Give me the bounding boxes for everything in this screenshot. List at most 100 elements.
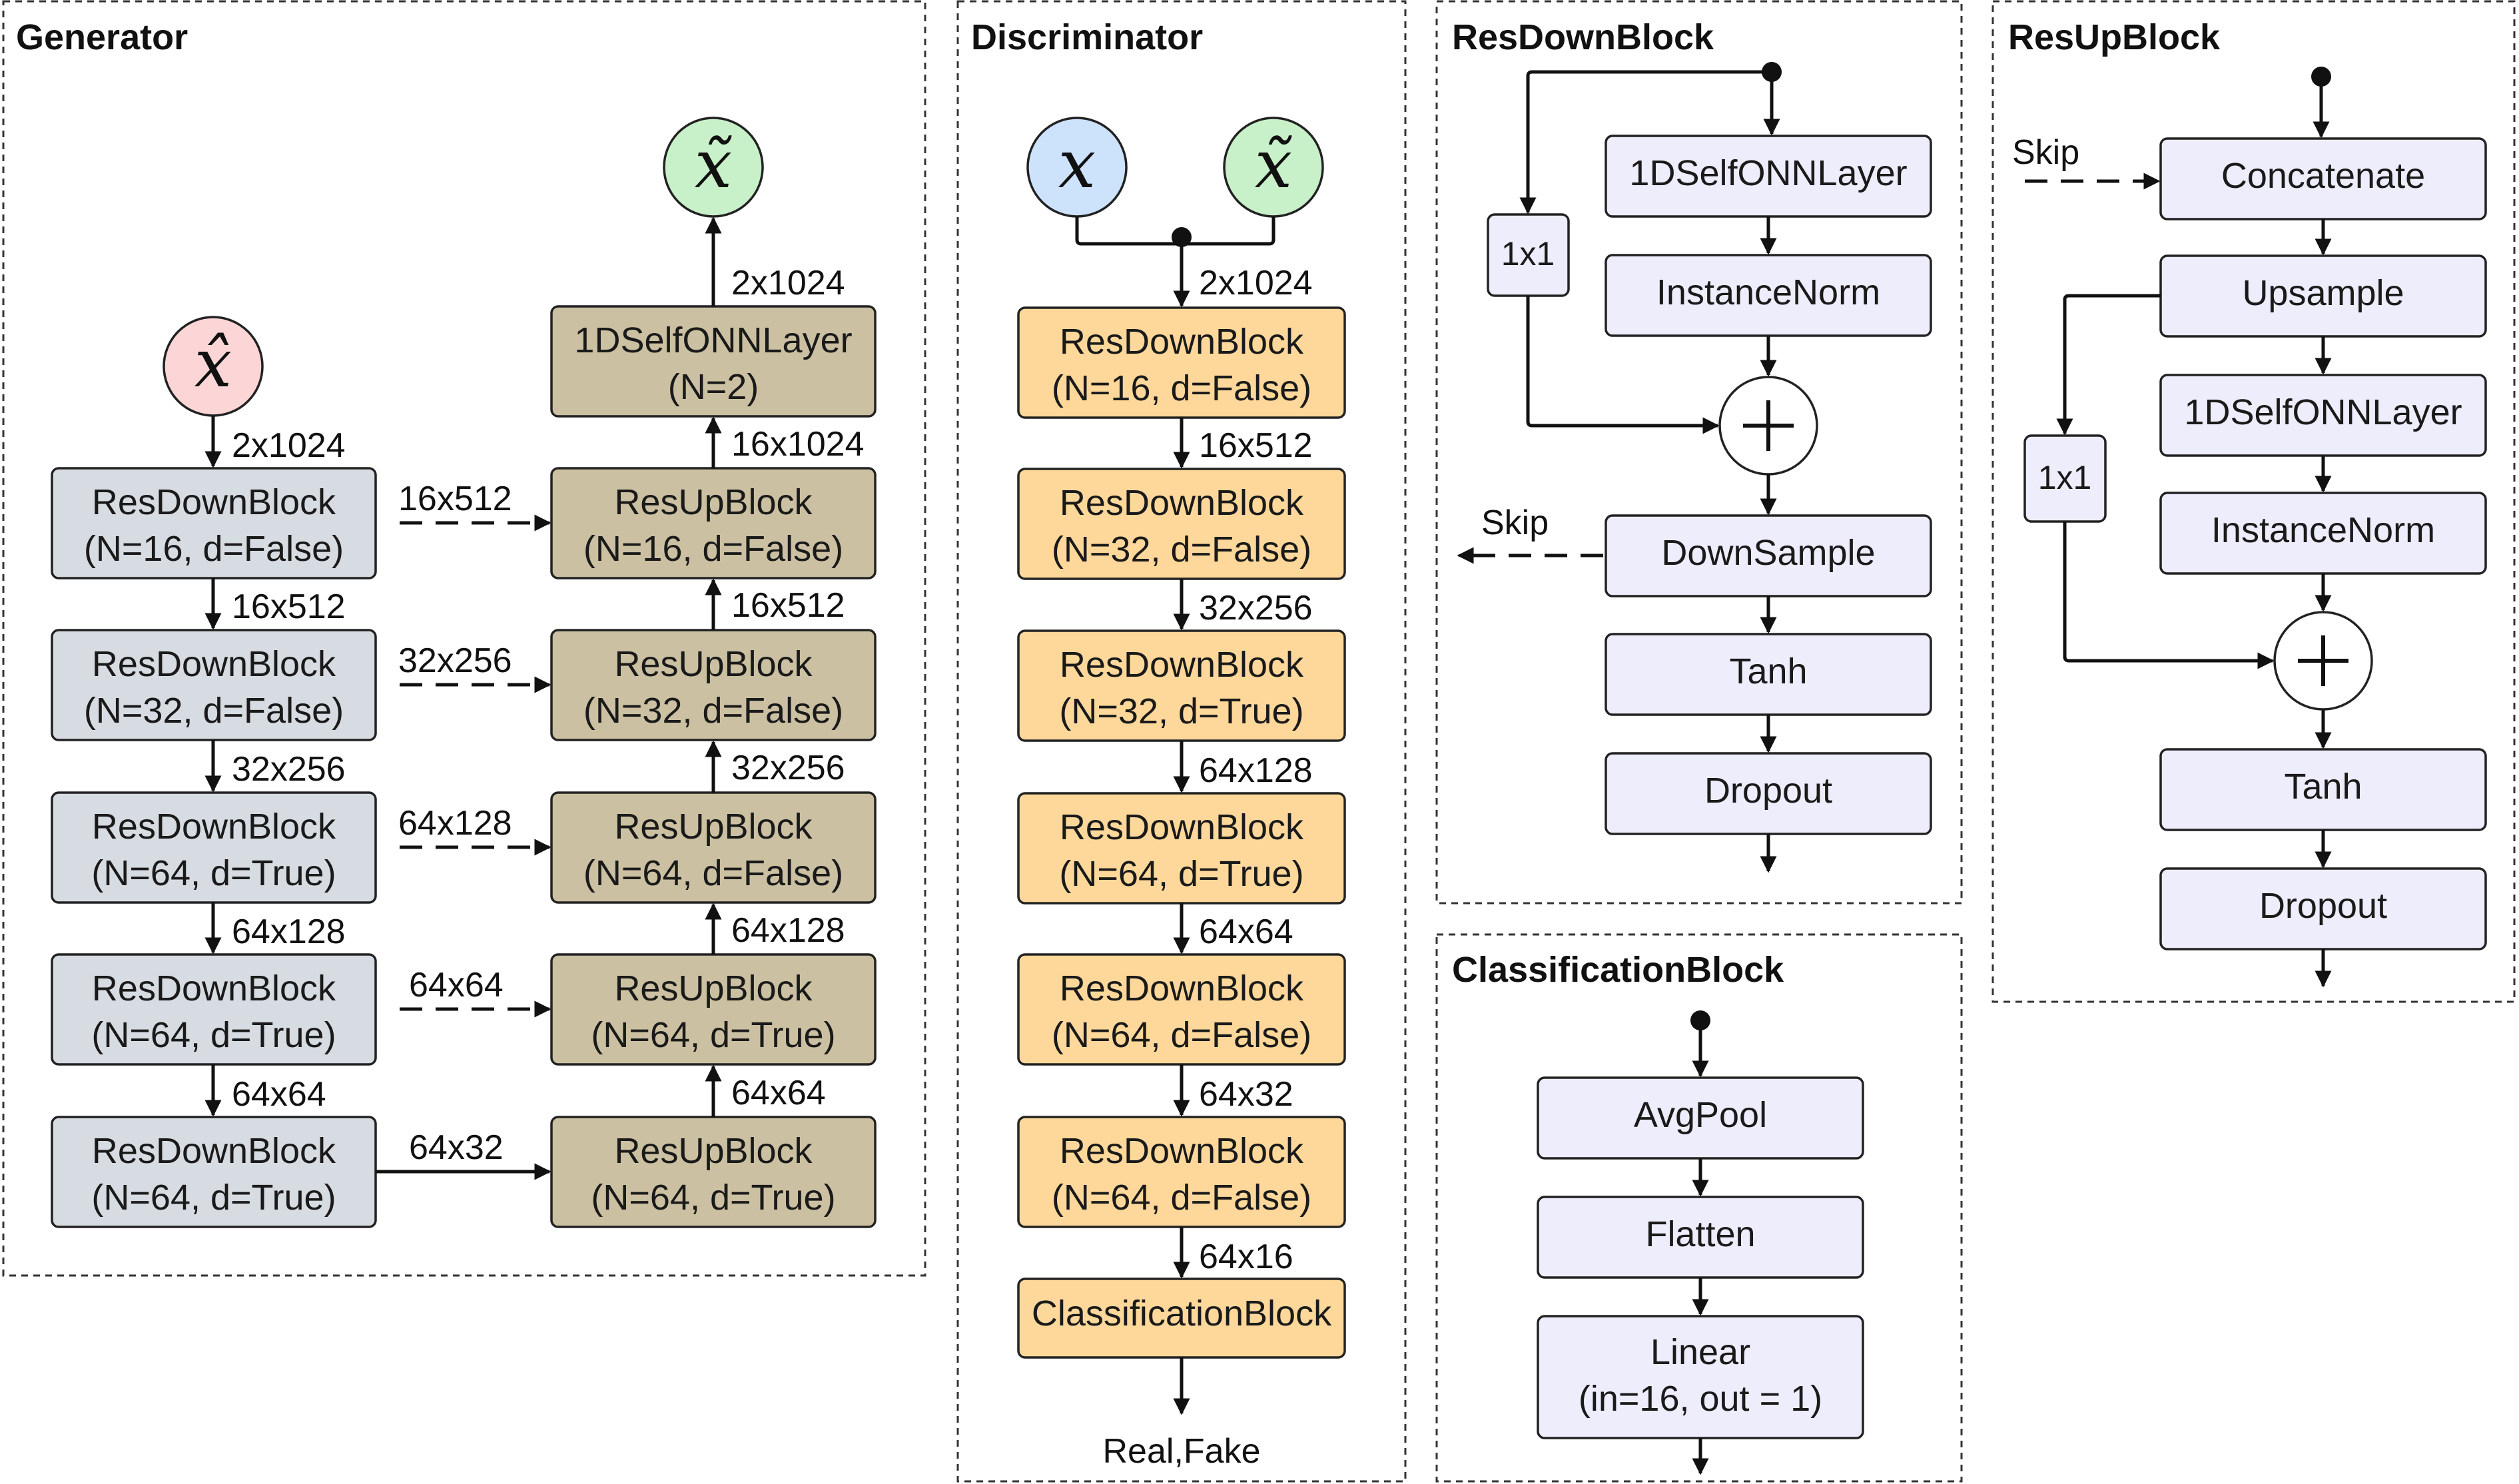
resdown-tanh: Tanh (1605, 633, 1932, 716)
resup-selfonn: 1DSelfONNLayer (2159, 374, 2487, 457)
svg-text:(N=64, d=False): (N=64, d=False) (1052, 1178, 1311, 1218)
svg-text:(N=64, d=True): (N=64, d=True) (591, 1015, 835, 1055)
resdown-shortcut-1x1: 1x1 (1487, 213, 1570, 297)
resdown-downsample: DownSample (1605, 514, 1932, 597)
disc-resdown-2: ResDownBlock (N=32, d=False) (1017, 468, 1346, 580)
svg-text:DownSample: DownSample (1661, 533, 1875, 573)
resdown-instancenorm: InstanceNorm (1605, 254, 1932, 337)
svg-text:1DSelfONNLayer: 1DSelfONNLayer (1629, 153, 1907, 193)
disc-shape-1: 2x1024 (1199, 264, 1313, 302)
svg-text:ResDownBlock: ResDownBlock (92, 968, 336, 1008)
svg-text:ResDownBlock: ResDownBlock (1060, 322, 1304, 362)
disc-resdown-4: ResDownBlock (N=64, d=True) (1017, 792, 1346, 905)
gen-skip-shape-1: 16x512 (398, 480, 512, 518)
svg-text:(N=16, d=False): (N=16, d=False) (583, 529, 843, 569)
resdown-dropout: Dropout (1605, 752, 1932, 835)
svg-text:Dropout: Dropout (2259, 886, 2387, 926)
svg-text:Dropout: Dropout (1704, 771, 1832, 811)
gen-resdown-1: ResDownBlock (N=16, d=False) (51, 467, 377, 579)
discriminator-title: Discriminator (971, 17, 1203, 57)
disc-resdown-3: ResDownBlock (N=32, d=True) (1017, 629, 1346, 742)
svg-text:ResDownBlock: ResDownBlock (92, 482, 336, 522)
svg-text:AvgPool: AvgPool (1634, 1095, 1767, 1135)
gen-up-shape-1: 16x1024 (731, 425, 865, 464)
resup-shortcut-path-in (2056, 294, 2161, 436)
disc-resdown-5: ResDownBlock (N=64, d=False) (1017, 953, 1346, 1066)
svg-text:(in=16, out = 1): (in=16, out = 1) (1579, 1379, 1822, 1419)
svg-text:(N=64, d=True): (N=64, d=True) (91, 1015, 336, 1055)
disc-shape-7: 64x16 (1199, 1238, 1293, 1276)
svg-text:x̂: x̂ (194, 324, 232, 402)
resdown-shortcut-path-in (1519, 70, 1772, 214)
resup-tanh: Tanh (2159, 748, 2487, 831)
disc-shape-2: 16x512 (1199, 426, 1313, 465)
discriminator-panel (956, 0, 1407, 1483)
resdown-add-node (1718, 376, 1818, 476)
svg-text:(N=16, d=False): (N=16, d=False) (84, 529, 344, 569)
resdown-skip-label: Skip (1481, 504, 1549, 542)
svg-text:Concatenate: Concatenate (2221, 156, 2425, 196)
svg-text:ResDownBlock: ResDownBlock (92, 1131, 336, 1171)
svg-text:(N=64, d=True): (N=64, d=True) (91, 1178, 336, 1218)
resupblock-title: ResUpBlock (2008, 17, 2221, 57)
gen-resdown-3: ResDownBlock (N=64, d=True) (51, 791, 377, 904)
svg-text:(N=64, d=True): (N=64, d=True) (91, 853, 336, 893)
svg-text:ResUpBlock: ResUpBlock (614, 482, 813, 522)
disc-shape-6: 64x32 (1199, 1075, 1293, 1114)
gen-up-shape-3: 32x256 (731, 749, 845, 787)
svg-text:x̃: x̃ (695, 125, 733, 203)
disc-shape-5: 64x64 (1199, 913, 1293, 951)
svg-text:ResUpBlock: ResUpBlock (614, 644, 813, 684)
gen-output-selfonn: 1DSelfONNLayer (N=2) (550, 305, 877, 418)
gen-up-shape-4: 64x128 (731, 911, 845, 950)
gen-skip-shape-3: 64x128 (398, 804, 512, 843)
gen-up-shape-2: 16x512 (731, 586, 845, 625)
gen-out-shape: 2x1024 (731, 264, 845, 302)
svg-text:ResUpBlock: ResUpBlock (614, 968, 813, 1008)
resup-dropout: Dropout (2159, 867, 2487, 950)
resup-concatenate: Concatenate (2159, 137, 2487, 220)
svg-text:ResDownBlock: ResDownBlock (1060, 645, 1304, 685)
svg-text:(N=16, d=False): (N=16, d=False) (1052, 368, 1311, 408)
generator-title: Generator (16, 17, 188, 57)
svg-text:(N=32, d=True): (N=32, d=True) (1059, 691, 1303, 731)
gen-resup-4: ResUpBlock (N=64, d=True) (550, 953, 877, 1066)
resup-shortcut-1x1: 1x1 (2023, 434, 2107, 523)
gen-skip-shape-2: 32x256 (398, 641, 512, 680)
svg-text:Flatten: Flatten (1645, 1214, 1755, 1254)
gen-resdown-2: ResDownBlock (N=32, d=False) (51, 629, 377, 741)
svg-text:(N=32, d=False): (N=32, d=False) (84, 691, 344, 731)
svg-text:ResDownBlock: ResDownBlock (1060, 483, 1304, 523)
svg-text:ResDownBlock: ResDownBlock (1060, 968, 1304, 1008)
gen-down-shape-5: 64x64 (232, 1075, 326, 1114)
gen-resup-2: ResUpBlock (N=32, d=False) (550, 629, 877, 741)
resup-input-dot (2311, 67, 2331, 87)
gen-down-shape-4: 64x128 (232, 913, 346, 951)
svg-text:ResUpBlock: ResUpBlock (614, 1131, 813, 1171)
svg-text:(N=2): (N=2) (668, 367, 759, 407)
svg-text:(N=64, d=False): (N=64, d=False) (1052, 1015, 1311, 1055)
gen-skip-shape-5: 64x32 (409, 1128, 504, 1167)
svg-text:(N=32, d=False): (N=32, d=False) (583, 691, 843, 731)
x-hat-node: x̂ (163, 316, 264, 417)
svg-text:(N=32, d=False): (N=32, d=False) (1052, 530, 1311, 569)
svg-text:ResDownBlock: ResDownBlock (92, 644, 336, 684)
disc-shape-3: 32x256 (1199, 589, 1313, 627)
gen-skip-shape-4: 64x64 (409, 966, 504, 1004)
cls-linear: Linear (in=16, out = 1) (1537, 1315, 1864, 1439)
svg-text:ResDownBlock: ResDownBlock (92, 807, 336, 847)
svg-text:ResDownBlock: ResDownBlock (1060, 1131, 1304, 1171)
cls-flatten: Flatten (1537, 1196, 1864, 1279)
gen-resup-5: ResUpBlock (N=64, d=True) (550, 1116, 877, 1228)
gen-resup-1: ResUpBlock (N=16, d=False) (550, 467, 877, 579)
svg-text:Tanh: Tanh (1729, 651, 1807, 691)
svg-text:1x1: 1x1 (1501, 235, 1555, 272)
resup-skip-label: Skip (2012, 133, 2079, 172)
resdownblock-panel (1435, 0, 1963, 905)
resdown-shortcut-path-out (1526, 296, 1720, 434)
resup-upsample: Upsample (2159, 254, 2487, 338)
svg-text:x̃: x̃ (1255, 125, 1293, 203)
svg-text:x: x (1058, 125, 1096, 203)
svg-text:ResUpBlock: ResUpBlock (614, 807, 813, 847)
disc-shape-4: 64x128 (1199, 751, 1313, 790)
